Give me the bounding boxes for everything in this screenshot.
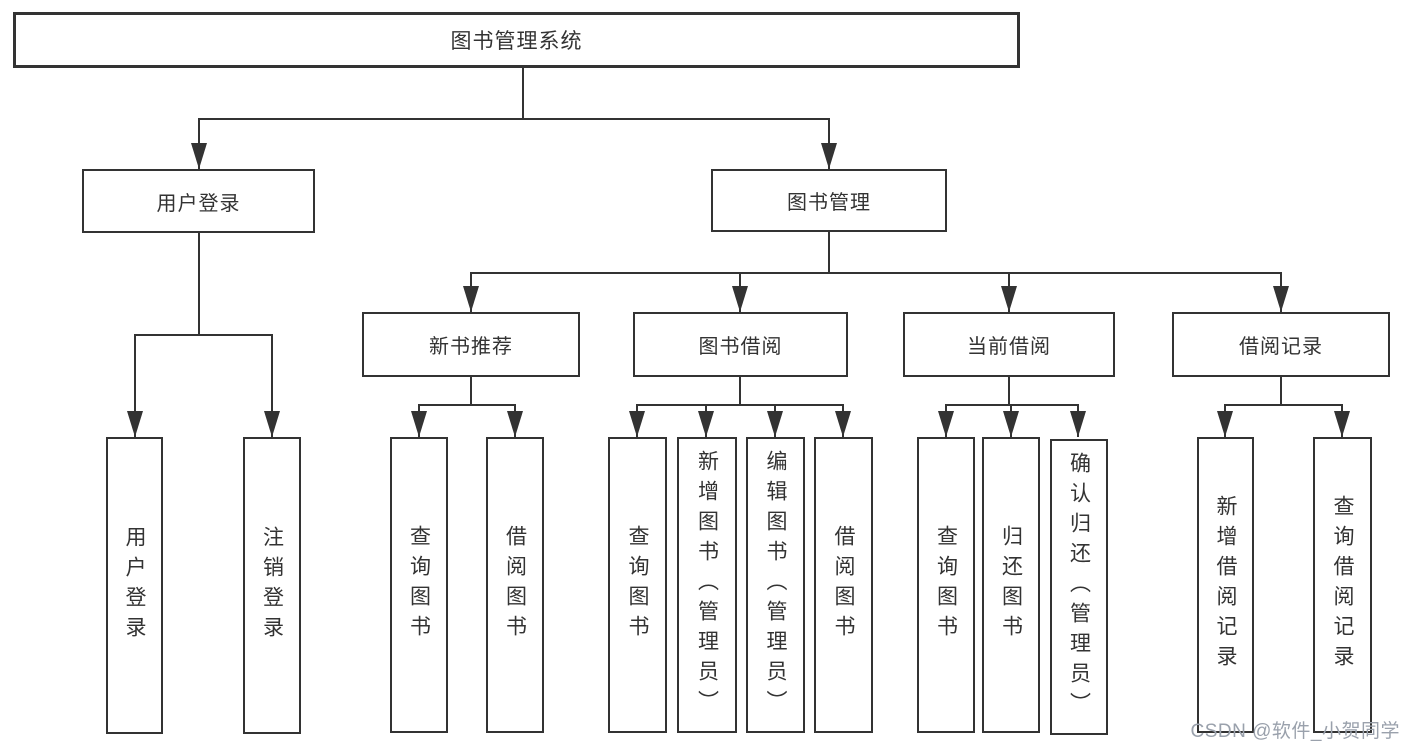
- arrowhead-down: [463, 286, 479, 312]
- arrowhead-down: [821, 143, 837, 169]
- leaf-newbook-borrow: 借阅图书: [486, 437, 544, 733]
- arrowhead-down: [1217, 411, 1233, 437]
- connector: [134, 334, 136, 437]
- node-borrow-records-label: 借阅记录: [1239, 336, 1323, 358]
- leaf-borrow-edit-label: 编辑图书（管理员）: [764, 450, 788, 720]
- leaf-borrow-add-label: 新增图书（管理员）: [695, 450, 719, 720]
- arrowhead-down: [1273, 286, 1289, 312]
- node-book-borrow: 图书借阅: [633, 312, 848, 377]
- connector: [1280, 377, 1282, 405]
- arrowhead-down: [698, 411, 714, 437]
- node-user-login: 用户登录: [82, 169, 315, 233]
- leaf-borrow-add: 新增图书（管理员）: [677, 437, 737, 733]
- arrowhead-down: [1070, 411, 1086, 437]
- leaf-newbook-query: 查询图书: [390, 437, 448, 733]
- leaf-current-return-label: 归还图书: [999, 525, 1023, 645]
- node-borrow-records: 借阅记录: [1172, 312, 1390, 377]
- node-current-borrow: 当前借阅: [903, 312, 1115, 377]
- node-new-book-recommend-label: 新书推荐: [429, 336, 513, 358]
- connector: [134, 334, 273, 336]
- arrowhead-down: [264, 411, 280, 437]
- connector: [739, 377, 741, 405]
- leaf-current-return: 归还图书: [982, 437, 1040, 733]
- arrowhead-down: [127, 411, 143, 437]
- leaf-newbook-query-label: 查询图书: [407, 525, 431, 645]
- arrowhead-down: [835, 411, 851, 437]
- connector: [1224, 404, 1343, 406]
- leaf-logout: 注销登录: [243, 437, 301, 734]
- leaf-borrow-query-label: 查询图书: [626, 525, 650, 645]
- leaf-current-confirm: 确认归还（管理员）: [1050, 439, 1108, 735]
- arrowhead-down: [191, 143, 207, 169]
- leaf-current-confirm-label: 确认归还（管理员）: [1067, 452, 1091, 722]
- leaf-borrow-borrow-label: 借阅图书: [832, 525, 856, 645]
- leaf-records-query-label: 查询借阅记录: [1331, 495, 1355, 675]
- connector: [470, 377, 472, 405]
- node-book-management: 图书管理: [711, 169, 947, 232]
- node-root-label: 图书管理系统: [450, 30, 583, 53]
- connector: [828, 232, 830, 274]
- arrowhead-down: [1003, 411, 1019, 437]
- connector: [418, 404, 516, 406]
- leaf-logout-label: 注销登录: [260, 525, 284, 646]
- connector: [522, 68, 524, 120]
- node-new-book-recommend: 新书推荐: [362, 312, 580, 377]
- connector: [198, 118, 830, 120]
- connector: [198, 233, 200, 335]
- arrowhead-down: [1334, 411, 1350, 437]
- arrowhead-down: [411, 411, 427, 437]
- connector: [470, 272, 1280, 274]
- connector: [945, 404, 1079, 406]
- leaf-newbook-borrow-label: 借阅图书: [503, 525, 527, 645]
- node-book-borrow-label: 图书借阅: [698, 336, 783, 358]
- node-book-management-label: 图书管理: [787, 192, 871, 214]
- csdn-watermark: CSDN @软件_小贺同学: [1190, 721, 1400, 742]
- leaf-borrow-borrow: 借阅图书: [814, 437, 873, 733]
- connector: [1008, 377, 1010, 405]
- leaf-borrow-query: 查询图书: [608, 437, 667, 733]
- leaf-records-add: 新增借阅记录: [1197, 437, 1254, 733]
- connector: [636, 404, 844, 406]
- leaf-borrow-edit: 编辑图书（管理员）: [746, 437, 805, 733]
- arrowhead-down: [629, 411, 645, 437]
- leaf-records-query: 查询借阅记录: [1313, 437, 1372, 733]
- arrowhead-down: [507, 411, 523, 437]
- node-root: 图书管理系统: [13, 12, 1020, 68]
- node-user-login-label: 用户登录: [156, 192, 241, 215]
- leaf-user-login: 用户登录: [106, 437, 163, 734]
- arrowhead-down: [1001, 286, 1017, 312]
- arrowhead-down: [732, 286, 748, 312]
- arrowhead-down: [938, 411, 954, 437]
- connector: [271, 334, 273, 437]
- leaf-user-login-label: 用户登录: [123, 525, 147, 646]
- node-current-borrow-label: 当前借阅: [967, 336, 1051, 358]
- leaf-current-query-label: 查询图书: [934, 525, 958, 645]
- leaf-current-query: 查询图书: [917, 437, 975, 733]
- leaf-records-add-label: 新增借阅记录: [1214, 495, 1238, 675]
- arrowhead-down: [767, 411, 783, 437]
